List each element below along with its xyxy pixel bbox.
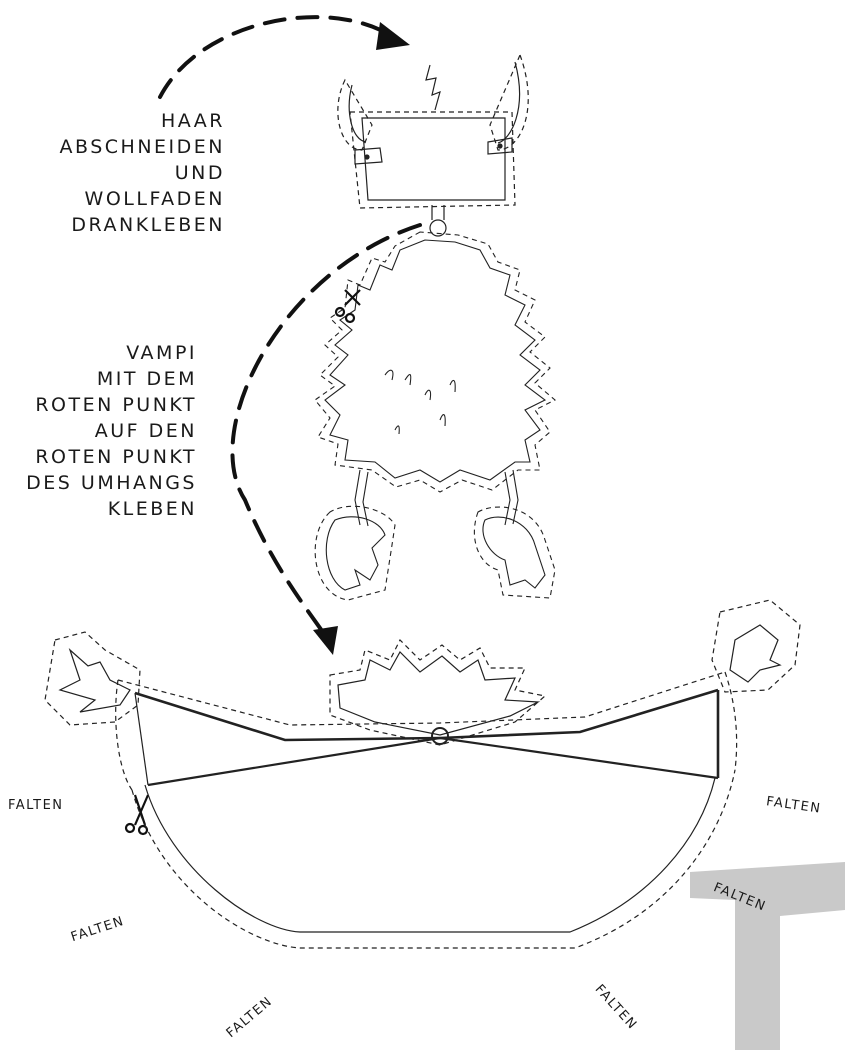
vampi-instructions: VAMPI MIT DEM ROTEN PUNKT AUF DEN ROTEN …	[0, 340, 197, 522]
scissors-icon	[126, 795, 148, 834]
vampi-instruction-line: KLEBEN	[0, 496, 197, 522]
hair-instruction-line: WOLLFADEN	[5, 186, 225, 212]
fold-label: FALTEN	[8, 798, 64, 813]
arrow-head-to-body	[160, 17, 395, 97]
vampi-instruction-line: AUF DEN	[0, 418, 197, 444]
vampi-instruction-line: ROTEN PUNKT	[0, 392, 197, 418]
body-piece	[315, 232, 555, 600]
hair-instruction-line: UND	[5, 160, 225, 186]
hair-instructions: HAAR ABSCHNEIDEN UND WOLLFADEN DRANKLEBE…	[5, 108, 225, 238]
vampi-instruction-line: MIT DEM	[0, 366, 197, 392]
arrow-head-tip	[376, 22, 410, 50]
vampi-instruction-line: VAMPI	[0, 340, 197, 366]
head-piece	[338, 55, 528, 236]
vampi-instruction-line: DES UMHANGS	[0, 470, 197, 496]
scissors-icon	[336, 290, 360, 322]
hair-instruction-line: ABSCHNEIDEN	[5, 134, 225, 160]
vampi-instruction-line: ROTEN PUNKT	[0, 444, 197, 470]
cape-piece	[45, 600, 800, 948]
hair-instruction-line: DRANKLEBEN	[5, 212, 225, 238]
hair-instruction-line: HAAR	[5, 108, 225, 134]
arrow-body-to-cape	[232, 225, 420, 635]
arrow-body-tip	[313, 626, 338, 655]
